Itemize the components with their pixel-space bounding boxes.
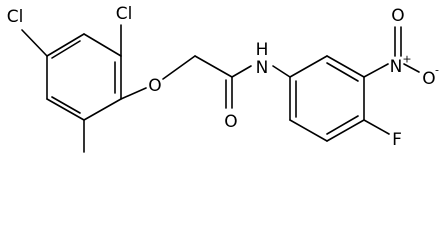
- double-bond-inner: [326, 62, 359, 82]
- bond: [289, 55, 328, 78]
- chlorine-atom-top: Cl: [116, 4, 133, 24]
- fluorine-atom: F: [392, 130, 402, 150]
- bond-nitro-n-o-minus: [403, 63, 420, 73]
- bond-o-ch2: [162, 55, 196, 80]
- nitro-nitrogen-atom: N: [390, 57, 403, 77]
- bond-n-ring: [272, 65, 291, 78]
- carbonyl-oxygen-atom: O: [224, 112, 237, 132]
- bond-to-nitro-n: [363, 63, 389, 78]
- nitro-oxygen-atom-top: O: [391, 6, 404, 26]
- double-bond-inner: [51, 40, 81, 59]
- double-bond-inner: [326, 115, 359, 135]
- ether-oxygen-atom: O: [148, 76, 161, 96]
- bond: [326, 55, 365, 78]
- bond-carbonyl-n: [231, 65, 252, 78]
- bond-to-fluorine: [363, 119, 390, 135]
- bond-to-ether-o: [120, 87, 147, 100]
- right-benzene-ring: [289, 55, 365, 142]
- bond: [326, 119, 365, 142]
- bond: [83, 98, 122, 121]
- bond-ch2-carbonyl: [194, 55, 233, 78]
- bond: [46, 33, 85, 57]
- bond: [289, 119, 328, 142]
- bond-to-cl-left: [21, 29, 48, 57]
- left-benzene-ring: [46, 33, 122, 121]
- nitro-negative-charge: -: [435, 64, 439, 77]
- molecule-structure: Cl Cl O O N H N + O O - F: [7, 4, 439, 153]
- amide-nitrogen-atom: N: [256, 58, 269, 78]
- nitro-oxygen-atom-minus: O: [422, 69, 435, 89]
- bond: [83, 33, 122, 57]
- bond: [46, 98, 85, 121]
- double-bond-inner: [51, 96, 81, 114]
- amide-hydrogen-atom: H: [256, 40, 269, 60]
- nitro-positive-charge: +: [402, 53, 411, 66]
- chlorine-atom-left: Cl: [7, 7, 24, 27]
